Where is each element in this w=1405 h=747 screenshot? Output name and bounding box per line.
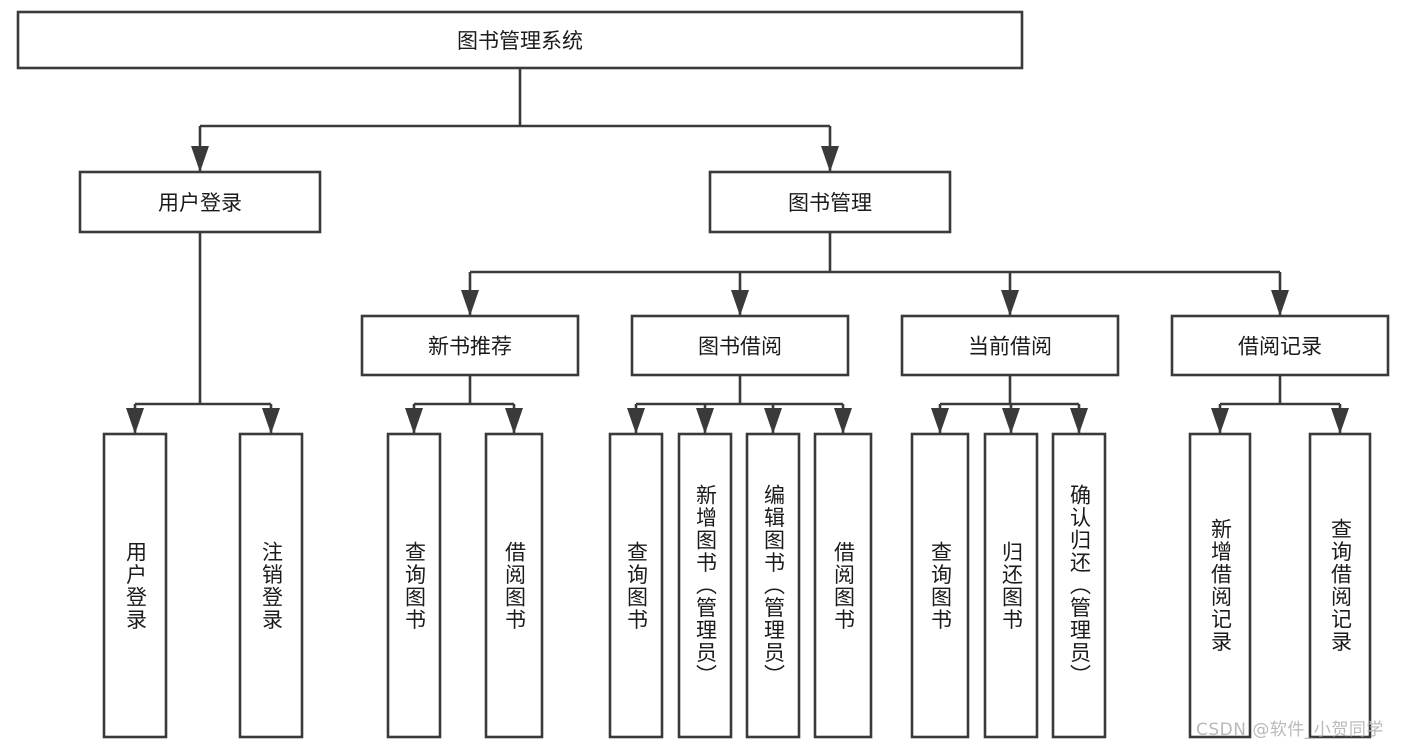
node-借阅记录-label: 借阅记录 <box>1238 335 1322 359</box>
arrow-head-icon <box>834 408 852 434</box>
node-图书借阅-box[interactable] <box>630 314 850 377</box>
node-确认归还管理员-box[interactable] <box>1051 432 1107 739</box>
node-用户登录-box[interactable] <box>102 432 168 739</box>
node-编辑图书管理员-box[interactable] <box>745 432 801 739</box>
arrow-head-icon <box>1331 408 1349 434</box>
arrow-head-icon <box>764 408 782 434</box>
boxes-layer <box>16 10 1390 739</box>
node-当前借阅-label: 当前借阅 <box>968 335 1052 359</box>
arrow-head-icon <box>696 408 714 434</box>
arrow-head-icon <box>461 290 479 316</box>
node-用户登录-label: 用户登录 <box>158 191 242 215</box>
arrow-head-icon <box>1271 290 1289 316</box>
arrow-head-icon <box>405 408 423 434</box>
node-图书管理系统-label: 图书管理系统 <box>457 29 583 53</box>
node-图书借阅-label: 图书借阅 <box>698 335 782 359</box>
node-查询图书-box[interactable] <box>386 432 442 739</box>
node-新增图书管理员-box[interactable] <box>677 432 733 739</box>
arrow-head-icon <box>821 146 839 172</box>
node-归还图书-box[interactable] <box>983 432 1039 739</box>
arrow-head-icon <box>505 408 523 434</box>
node-新书推荐-box[interactable] <box>360 314 580 377</box>
node-图书管理-box[interactable] <box>708 170 952 234</box>
node-图书管理-label: 图书管理 <box>788 191 872 215</box>
node-借阅图书-box[interactable] <box>813 432 873 739</box>
arrow-head-icon <box>1070 408 1088 434</box>
edges-layer <box>126 68 1349 434</box>
csdn-watermark: CSDN @软件_小贺同学 <box>1196 720 1384 740</box>
node-借阅图书-box[interactable] <box>484 432 544 739</box>
arrow-head-icon <box>1002 408 1020 434</box>
node-借阅记录-box[interactable] <box>1170 314 1390 377</box>
node-查询借阅记录-box[interactable] <box>1308 432 1372 739</box>
node-查询图书-box[interactable] <box>910 432 970 739</box>
node-新书推荐-label: 新书推荐 <box>428 335 512 359</box>
arrow-head-icon <box>262 408 280 434</box>
arrow-head-icon <box>931 408 949 434</box>
arrow-head-icon <box>191 146 209 172</box>
node-注销登录-box[interactable] <box>238 432 304 739</box>
arrow-head-icon <box>731 290 749 316</box>
node-当前借阅-box[interactable] <box>900 314 1120 377</box>
arrow-head-icon <box>126 408 144 434</box>
node-新增借阅记录-box[interactable] <box>1188 432 1252 739</box>
node-用户登录-box[interactable] <box>78 170 322 234</box>
node-图书管理系统-box[interactable] <box>16 10 1024 70</box>
arrow-head-icon <box>1001 290 1019 316</box>
arrow-head-icon <box>627 408 645 434</box>
node-查询图书-box[interactable] <box>608 432 664 739</box>
arrow-head-icon <box>1211 408 1229 434</box>
